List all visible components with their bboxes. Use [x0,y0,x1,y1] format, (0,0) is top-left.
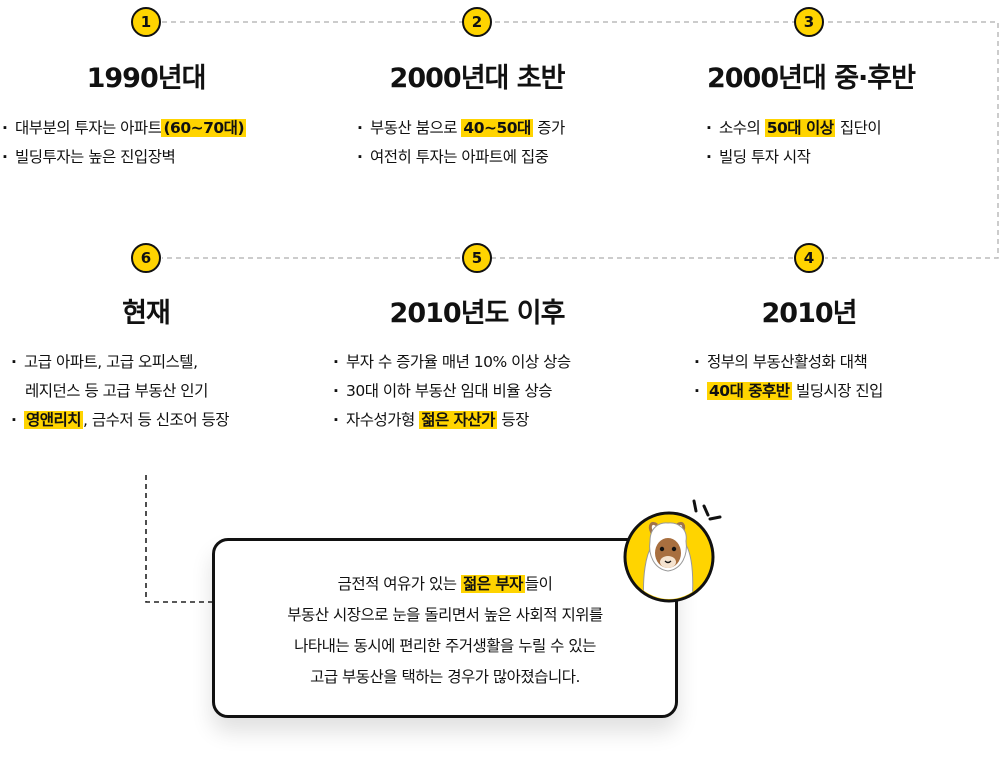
step-5-bullets: 부자 수 증가율 매년 10% 이상 상승 30대 이하 부동산 임대 비율 상… [333,348,571,435]
highlight: 젊은 자산가 [419,411,497,429]
step-6-title: 현재 [122,298,171,329]
step-1-badge: 1 [131,7,161,37]
list-item: 부동산 붐으로 40~50대 증가 [357,114,565,143]
step-5-badge: 5 [462,243,492,273]
list-item: 영앤리치, 금수저 등 신조어 등장 [11,406,230,435]
list-item: 30대 이하 부동산 임대 비율 상승 [333,377,571,406]
list-item-continuation: 레지던스 등 고급 부동산 인기 [25,382,208,400]
list-item: 자수성가형 젊은 자산가 등장 [333,406,571,435]
step-5-title: 2010년도 이후 [389,298,566,329]
step-3-bullets: 소수의 50대 이상 집단이 빌딩 투자 시작 [706,114,882,172]
step-1-bullets: 대부분의 투자는 아파트(60~70대) 빌딩투자는 높은 진입장벽 [2,114,247,172]
connector-top [162,21,999,259]
step-6-bullets: 고급 아파트, 고급 오피스텔, 레지던스 등 고급 부동산 인기 영앤리치, … [11,348,230,435]
bubble-line-4: 고급 부동산을 택하는 경우가 많아졌습니다. [310,668,580,686]
list-item: 고급 아파트, 고급 오피스텔, [11,348,229,377]
step-2-bullets: 부동산 붐으로 40~50대 증가 여전히 투자는 아파트에 집중 [357,114,565,172]
step-1-title: 1990년대 [86,63,207,94]
step-4-title: 2010년 [761,298,858,329]
step-3-badge: 3 [794,7,824,37]
list-item: 여전히 투자는 아파트에 집중 [357,143,565,172]
list-item: 빌딩투자는 높은 진입장벽 [2,143,246,172]
highlight: 영앤리치 [24,411,84,429]
step-4-badge: 4 [794,243,824,273]
step-6-badge: 6 [131,243,161,273]
step-3-title: 2000년대 중·후반 [706,63,916,94]
highlight: 40대 중후반 [707,382,792,400]
bubble-line-3: 나타내는 동시에 편리한 주거생활을 누릴 수 있는 [294,637,596,655]
list-item: 대부분의 투자는 아파트(60~70대) [2,114,247,143]
step-2-title: 2000년대 초반 [389,63,566,94]
list-item: 40대 중후반 빌딩시장 진입 [694,377,883,406]
step-4-bullets: 정부의 부동산활성화 대책 40대 중후반 빌딩시장 진입 [694,348,883,406]
highlight: 40~50대 [461,119,533,137]
list-item: 소수의 50대 이상 집단이 [706,114,882,143]
highlight: (60~70대) [161,119,247,137]
step-2-badge: 2 [462,7,492,37]
list-item: 부자 수 증가율 매년 10% 이상 상승 [333,348,571,377]
highlight: 젊은 부자 [460,575,525,593]
list-item: 정부의 부동산활성화 대책 [694,348,883,377]
alpaca-icon [623,499,722,603]
bubble-line-2: 부동산 시장으로 눈을 돌리면서 높은 사회적 지위를 [287,606,603,624]
connector-to-bubble [145,475,212,603]
list-item: 빌딩 투자 시작 [706,143,881,172]
highlight: 50대 이상 [764,119,836,137]
